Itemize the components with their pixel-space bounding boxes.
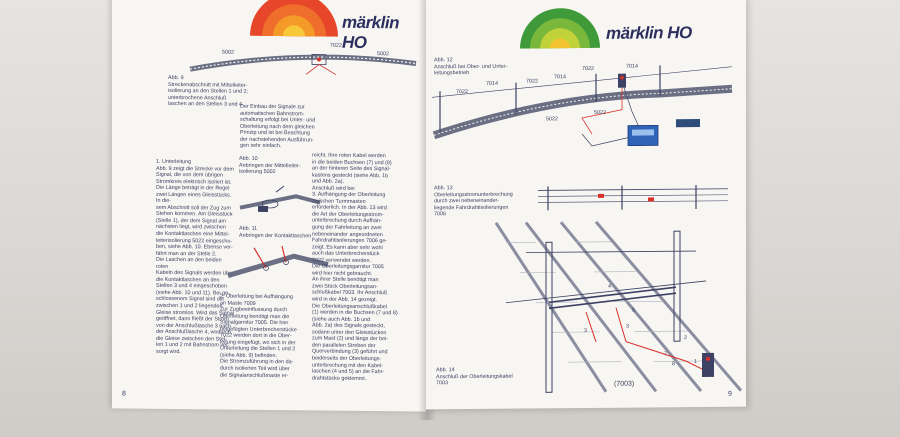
fig14-label-5: 5 [632, 307, 635, 314]
page-number-left: 8 [122, 390, 126, 398]
brand-logo-right: märklin HO [606, 23, 692, 43]
fig10-caption: Abb. 10 Anbringen der Mittelleiter- isol… [239, 155, 301, 176]
figure-11-contact-tabs [227, 245, 329, 278]
figure-13-overhead-insulators [538, 185, 728, 211]
figure-12-layout [432, 65, 733, 147]
figure-9-track [189, 54, 417, 76]
fig12-label-5: 7022 [582, 65, 594, 73]
fig14-label-3a: 3 [584, 327, 587, 335]
page-number-right: 9 [728, 390, 732, 398]
text-column-3: reicht. Ihre roten Kabel werden in die b… [312, 152, 398, 382]
fig9-label-2: 7022 [330, 42, 342, 49]
left-page: märklin HO 5002 7022 5002 Abb. 9 Strecke… [112, 0, 426, 412]
intro-paragraph: Der Einbau der Signale zur automatischen… [240, 103, 316, 150]
fig14-label-8: 8 [672, 361, 675, 368]
fig9-label-1: 5002 [222, 49, 234, 56]
figure-14-perspective [494, 220, 743, 393]
fig14-label-3b: 3 [626, 323, 629, 330]
fig12-label-6: 7014 [626, 63, 638, 70]
fig14-label-2: 2 [684, 335, 687, 342]
fig14-label-1: 1 [694, 359, 697, 366]
fig14-label-7003: (7003) [614, 380, 635, 388]
fig14-caption: Abb. 14 Anschluß der Oberleitungskabel 7… [436, 367, 513, 387]
fig9-label-3: 5002 [377, 51, 389, 58]
fig12-label-2: 7014 [486, 80, 498, 87]
figure-10-insulator [239, 185, 321, 212]
right-page: märklin HO Abb. 12 Anschluß bei Ober- un… [426, 0, 746, 410]
fig12-label-7: 5022 [546, 116, 558, 123]
fig12-label-8: 5022 [594, 109, 606, 116]
rainbow-logo-right [520, 8, 600, 49]
fig12-label-1: 7022 [456, 89, 468, 96]
fig12-label-3: 7022 [526, 78, 538, 85]
fig14-label-4: 4 [608, 283, 611, 290]
rainbow-logo-left [250, 0, 338, 37]
text-column-2: 2. Oberleitung bei Aufhängung an Maste 7… [220, 293, 297, 379]
fig12-label-4: 7014 [554, 74, 566, 81]
fig14-label-7: 7 [664, 351, 667, 358]
